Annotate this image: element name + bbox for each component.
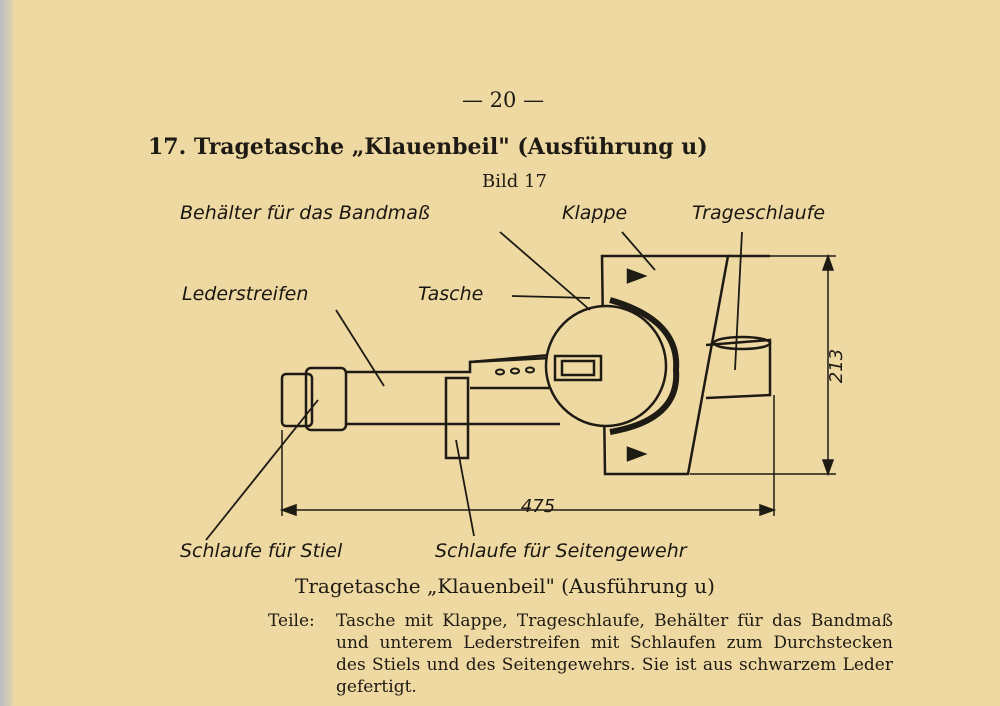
buckle-shape	[553, 354, 603, 382]
label-trageschlaufe: Trageschlaufe	[692, 202, 826, 224]
page-gutter	[0, 0, 14, 706]
label-tasche: Tasche	[418, 283, 484, 305]
label-klappe: Klappe	[562, 202, 628, 224]
trageschlaufe-shape	[705, 254, 772, 400]
end-cap	[280, 372, 314, 428]
dimension-width: 475	[521, 496, 555, 517]
label-schlaufe-stiel: Schlaufe für Stiel	[180, 540, 343, 562]
dimension-height: 213	[826, 349, 847, 383]
schlaufe-stiel-shape	[304, 366, 348, 432]
label-lederstreifen: Lederstreifen	[182, 283, 309, 305]
figure-label: Bild 17	[482, 171, 547, 192]
tasche-shape	[544, 304, 668, 428]
parts-text: Tasche mit Klappe, Trageschlaufe, Behält…	[336, 611, 893, 697]
parts-description: Teile: Tasche mit Klappe, Trageschlaufe,…	[268, 610, 893, 698]
figure-caption: Tragetasche „Klauenbeil" (Ausführung u)	[295, 574, 715, 598]
page-number: — 20 —	[462, 88, 545, 112]
parts-key: Teile:	[268, 611, 315, 631]
lederstreifen-shape	[346, 356, 560, 426]
label-behaelter: Behälter für das Bandmaß	[180, 202, 430, 224]
label-schlaufe-seitengewehr: Schlaufe für Seitengewehr	[435, 540, 687, 562]
schlaufe-seitengewehr-shape	[444, 376, 470, 460]
section-heading: 17. Tragetasche „Klauenbeil" (Ausführung…	[148, 134, 708, 160]
